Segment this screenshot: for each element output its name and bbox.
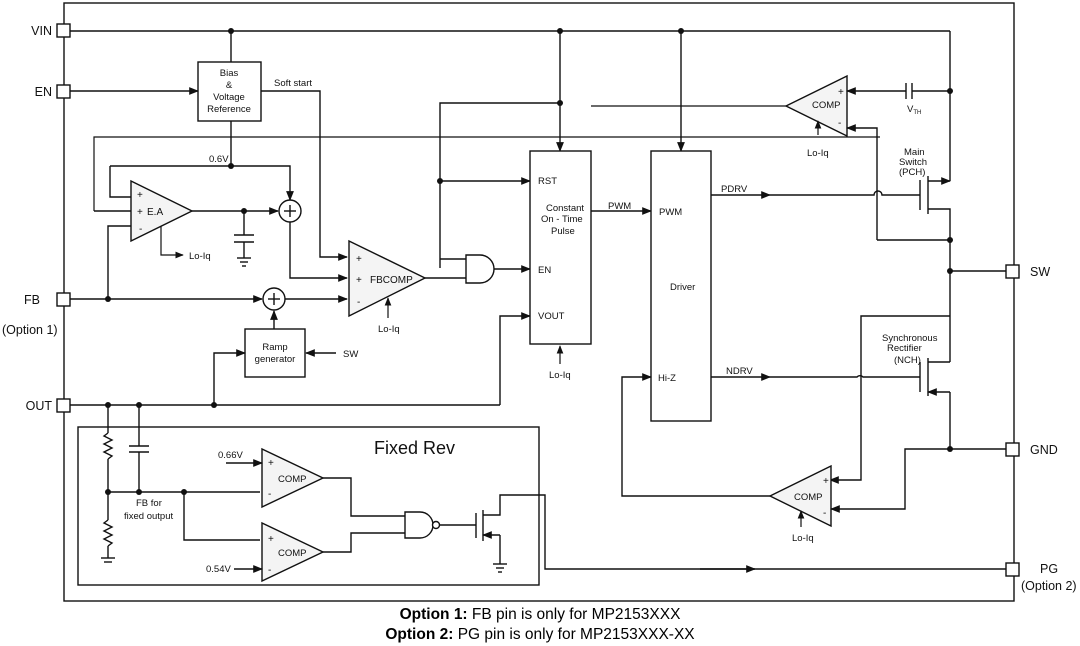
svg-text:FBCOMP: FBCOMP bbox=[370, 275, 413, 286]
svg-text:Bias: Bias bbox=[220, 68, 239, 79]
svg-text:Ramp: Ramp bbox=[262, 342, 287, 353]
pg-nmos bbox=[475, 494, 539, 573]
svg-text:On - Time: On - Time bbox=[541, 214, 583, 225]
svg-text:Driver: Driver bbox=[670, 282, 695, 293]
and-gate bbox=[465, 254, 495, 284]
top-comp-loiq: Lo-Iq bbox=[807, 148, 829, 159]
svg-text:OUT: OUT bbox=[26, 399, 53, 413]
ramp-generator: Ramp generator bbox=[244, 328, 306, 378]
svg-text:+: + bbox=[356, 275, 362, 286]
pin-vin[interactable]: VIN bbox=[31, 23, 71, 38]
svg-text:-: - bbox=[268, 565, 271, 576]
svg-text:VIN: VIN bbox=[31, 24, 52, 38]
bottom-comp-loiq: Lo-Iq bbox=[792, 533, 814, 544]
svg-text:(NCH): (NCH) bbox=[894, 355, 921, 366]
cot-loiq: Lo-Iq bbox=[549, 370, 571, 381]
fbcomp-loiq: Lo-Iq bbox=[378, 324, 400, 335]
svg-text:Voltage: Voltage bbox=[213, 92, 245, 103]
svg-text:-: - bbox=[823, 508, 826, 519]
fixed-rev-box: Fixed Rev bbox=[77, 426, 540, 586]
svg-text:-: - bbox=[838, 118, 841, 129]
summing-junction-2 bbox=[262, 287, 286, 311]
fb-option-label: (Option 1) bbox=[2, 323, 58, 337]
svg-text:PG: PG bbox=[1040, 562, 1058, 576]
pdrv-label: PDRV bbox=[721, 184, 748, 195]
svg-text:VOUT: VOUT bbox=[538, 311, 565, 322]
summing-junction-1 bbox=[278, 199, 302, 223]
fbcomp: + + FBCOMP - bbox=[348, 239, 427, 318]
ref-066v-label: 0.66V bbox=[218, 450, 243, 461]
fb-fixed-label-2: fixed output bbox=[124, 511, 173, 522]
constant-on-time-pulse: RST Constant On - Time Pulse EN VOUT bbox=[529, 150, 592, 345]
caption-option-1-text: FB pin is only for MP2153XXX bbox=[467, 606, 681, 623]
svg-text:Pulse: Pulse bbox=[551, 226, 575, 237]
pg-comp-upper: COMP + - bbox=[261, 447, 325, 509]
svg-text:+: + bbox=[268, 534, 274, 545]
svg-text:Constant: Constant bbox=[546, 203, 584, 214]
svg-text:SW: SW bbox=[1030, 265, 1050, 279]
svg-text:+: + bbox=[268, 458, 274, 469]
caption-option-2-text: PG pin is only for MP2153XXX-XX bbox=[453, 626, 695, 643]
svg-text:+: + bbox=[137, 207, 143, 218]
svg-text:COMP: COMP bbox=[812, 100, 841, 111]
ndrv-label: NDRV bbox=[726, 366, 753, 377]
caption-option-2: Option 2: PG pin is only for MP2153XXX-X… bbox=[0, 625, 1080, 644]
svg-text:E.A: E.A bbox=[147, 207, 163, 218]
bias-voltage-reference: Bias & Voltage Reference bbox=[197, 61, 262, 122]
nand-gate bbox=[404, 511, 441, 539]
caption-option-1: Option 1: FB pin is only for MP2153XXX bbox=[0, 605, 1080, 624]
top-comp: COMP + - bbox=[784, 74, 848, 138]
pin-fb[interactable]: FB (Option 1) bbox=[2, 292, 71, 337]
svg-text:+: + bbox=[356, 254, 362, 265]
svg-text:GND: GND bbox=[1030, 443, 1058, 457]
pwm-signal-label: PWM bbox=[608, 201, 631, 212]
svg-text:&: & bbox=[226, 80, 233, 91]
svg-text:COMP: COMP bbox=[278, 548, 307, 559]
pin-gnd[interactable]: GND bbox=[1005, 442, 1058, 457]
svg-text:-: - bbox=[139, 224, 142, 235]
svg-text:COMP: COMP bbox=[794, 492, 823, 503]
svg-text:Rectifier: Rectifier bbox=[887, 343, 922, 354]
ramp-sw-label: SW bbox=[343, 349, 358, 360]
svg-text:Reference: Reference bbox=[207, 104, 251, 115]
svg-text:FB: FB bbox=[24, 293, 40, 307]
pin-en[interactable]: EN bbox=[35, 84, 71, 99]
svg-text:Fixed Rev: Fixed Rev bbox=[374, 438, 455, 458]
svg-text:COMP: COMP bbox=[278, 474, 307, 485]
driver: PWM Driver Hi-Z bbox=[650, 150, 712, 422]
svg-text:Switch: Switch bbox=[899, 157, 927, 168]
svg-text:EN: EN bbox=[538, 265, 551, 276]
pg-option-label: (Option 2) bbox=[1021, 579, 1077, 593]
ea-loiq: Lo-Iq bbox=[189, 251, 211, 262]
caption-option-1-label: Option 1: bbox=[399, 606, 468, 623]
svg-text:+: + bbox=[137, 190, 143, 201]
vth-label: VTH bbox=[907, 104, 921, 116]
vin-bus bbox=[70, 28, 953, 181]
svg-text:generator: generator bbox=[255, 354, 296, 365]
svg-text:-: - bbox=[357, 297, 360, 308]
svg-text:Hi-Z: Hi-Z bbox=[658, 373, 676, 384]
pin-sw[interactable]: SW bbox=[1005, 264, 1050, 279]
caption-option-2-label: Option 2: bbox=[385, 626, 454, 643]
svg-text:PWM: PWM bbox=[659, 207, 682, 218]
main-switch-pch: Main Switch (PCH) bbox=[899, 147, 951, 240]
svg-text:Synchronous: Synchronous bbox=[882, 333, 938, 344]
svg-text:(PCH): (PCH) bbox=[899, 167, 925, 178]
svg-text:EN: EN bbox=[35, 85, 52, 99]
svg-text:RST: RST bbox=[538, 176, 557, 187]
ref-054v-label: 0.54V bbox=[206, 564, 231, 575]
svg-text:-: - bbox=[268, 489, 271, 500]
pin-pg[interactable]: PG (Option 2) bbox=[1005, 562, 1077, 593]
svg-text:Main: Main bbox=[904, 147, 925, 158]
sync-rectifier-nch: Synchronous Rectifier (NCH) bbox=[882, 333, 950, 396]
pg-comp-lower: COMP + - bbox=[261, 521, 325, 583]
fb-fixed-label-1: FB for bbox=[136, 498, 162, 509]
svg-text:+: + bbox=[838, 87, 844, 98]
pin-out[interactable]: OUT bbox=[26, 398, 71, 413]
ref-06v-label: 0.6V bbox=[209, 154, 229, 165]
soft-start-label: Soft start bbox=[274, 78, 312, 89]
svg-text:+: + bbox=[823, 476, 829, 487]
